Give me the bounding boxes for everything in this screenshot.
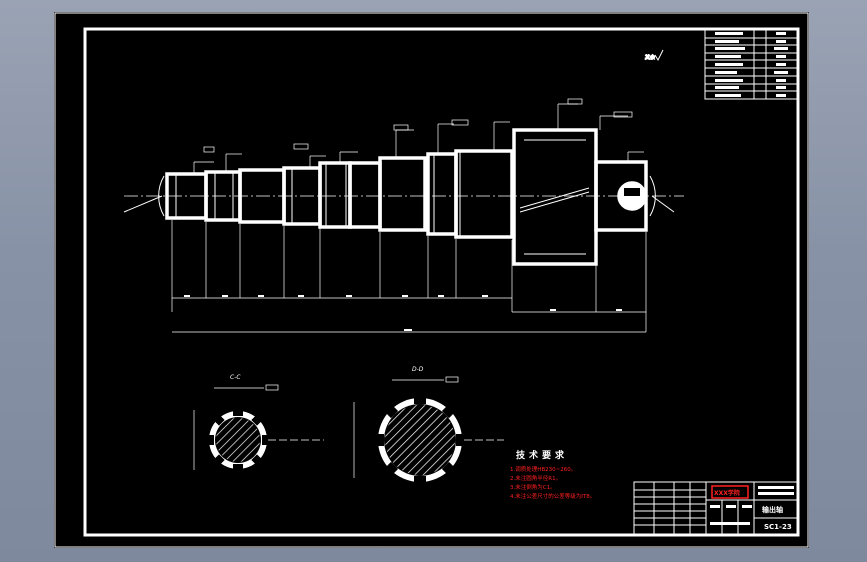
extension-lines xyxy=(171,220,647,333)
outer-frame xyxy=(54,12,809,548)
roughness-mark: 其余 xyxy=(645,49,664,62)
top-callouts xyxy=(193,103,644,174)
tech-requirements-title: 技术要求 xyxy=(516,451,569,461)
tech-requirement-item: 3.未注倒角为C1。 xyxy=(510,485,556,491)
shaft-body xyxy=(165,128,648,266)
title-red-box xyxy=(711,485,749,499)
drawing-number: SC1-23 xyxy=(764,523,792,531)
tech-requirement-item: 2.未注圆角半径R1。 xyxy=(510,476,562,482)
tech-requirement-item: 1.调质处理HB230~260。 xyxy=(510,467,577,473)
svg-text:其余: 其余 xyxy=(645,54,655,61)
shaft-inner-lines xyxy=(175,139,590,255)
parameter-table xyxy=(704,28,799,100)
dimension-ticks xyxy=(184,295,622,331)
part-name: 输出轴 xyxy=(762,506,783,514)
section-c-view xyxy=(193,384,324,470)
title-cells-text xyxy=(710,486,794,525)
tech-requirements-list: 1.调质处理HB230~260。 2.未注圆角半径R1。 3.未注倒角为C1。 … xyxy=(510,466,630,502)
section-d-view xyxy=(353,376,504,483)
section-c-label: C-C xyxy=(230,374,241,381)
drawing-sheet: 其余 xyxy=(54,12,809,548)
callout-boxes xyxy=(203,98,633,153)
keyway-section xyxy=(617,181,647,211)
title-block xyxy=(633,481,799,536)
parameter-table-text xyxy=(715,32,788,97)
end-arcs xyxy=(123,175,675,217)
inner-frame xyxy=(83,27,800,537)
section-d-label: D-D xyxy=(412,366,424,373)
school-name: XXX学院 xyxy=(714,490,740,497)
shaft-drawing: 其余 xyxy=(54,12,809,548)
tech-requirement-item: 4.未注公差尺寸的公差等级为IT8。 xyxy=(510,494,596,500)
